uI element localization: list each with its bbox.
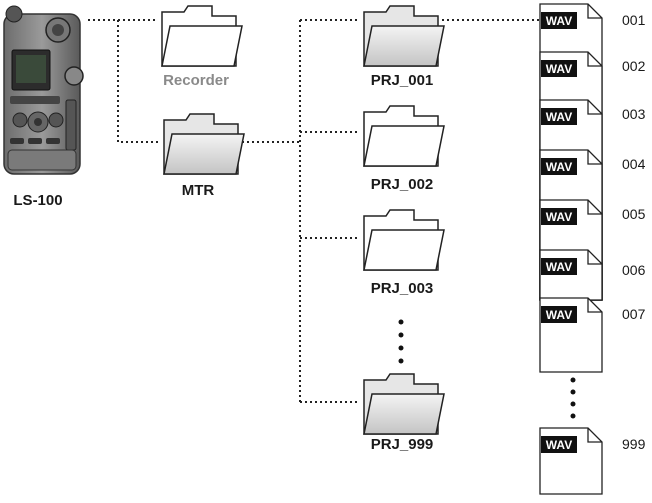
prj001-folder-icon (363, 5, 445, 67)
wav-badge: WAV (541, 306, 577, 323)
connector-device-to-folders (88, 19, 160, 143)
wav-file-pages (539, 3, 603, 495)
svg-text:WAV: WAV (546, 260, 572, 274)
svg-text:WAV: WAV (546, 110, 572, 124)
wav-badge: WAV (541, 208, 577, 225)
recorder-device-image (3, 5, 84, 175)
file-number-007: 007 (622, 306, 646, 322)
prj001-folder-label: PRJ_001 (370, 72, 434, 89)
wav-badge: WAV (541, 436, 577, 453)
prj003-folder-label: PRJ_003 (370, 280, 434, 297)
svg-text:WAV: WAV (546, 14, 572, 28)
svg-text:WAV: WAV (546, 62, 572, 76)
file-number-999: 999 (622, 436, 646, 452)
recorder-folder-label: Recorder (163, 72, 229, 89)
wav-badge: WAV (541, 158, 577, 175)
svg-text:WAV: WAV (546, 210, 572, 224)
mtr-folder-icon (163, 113, 245, 175)
device-label: LS-100 (13, 192, 63, 209)
wav-badges: WAV WAV WAV WAV WAV WAV WAV WAV (541, 12, 577, 453)
file-number-004: 004 (622, 156, 646, 172)
prj999-folder-label: PRJ_999 (370, 436, 434, 453)
svg-text:WAV: WAV (546, 160, 572, 174)
wav-badge: WAV (541, 108, 577, 125)
prj003-folder-icon (363, 209, 445, 271)
prj002-folder-label: PRJ_002 (370, 176, 434, 193)
ellipsis-projects (398, 319, 404, 364)
file-number-005: 005 (622, 206, 646, 222)
file-number-002: 002 (622, 58, 646, 74)
svg-text:WAV: WAV (546, 438, 572, 452)
recorder-folder-icon (161, 5, 243, 67)
wav-badge: WAV (541, 12, 577, 29)
file-number-001: 001 (622, 12, 646, 28)
wav-badge: WAV (541, 60, 577, 77)
prj002-folder-icon (363, 105, 445, 167)
mtr-folder-label: MTR (181, 182, 215, 199)
wav-badge: WAV (541, 258, 577, 275)
svg-text:WAV: WAV (546, 308, 572, 322)
connector-lines (88, 19, 540, 403)
file-number-003: 003 (622, 106, 646, 122)
ellipsis-files (570, 377, 576, 419)
file-number-006: 006 (622, 262, 646, 278)
prj999-folder-icon (363, 373, 445, 435)
